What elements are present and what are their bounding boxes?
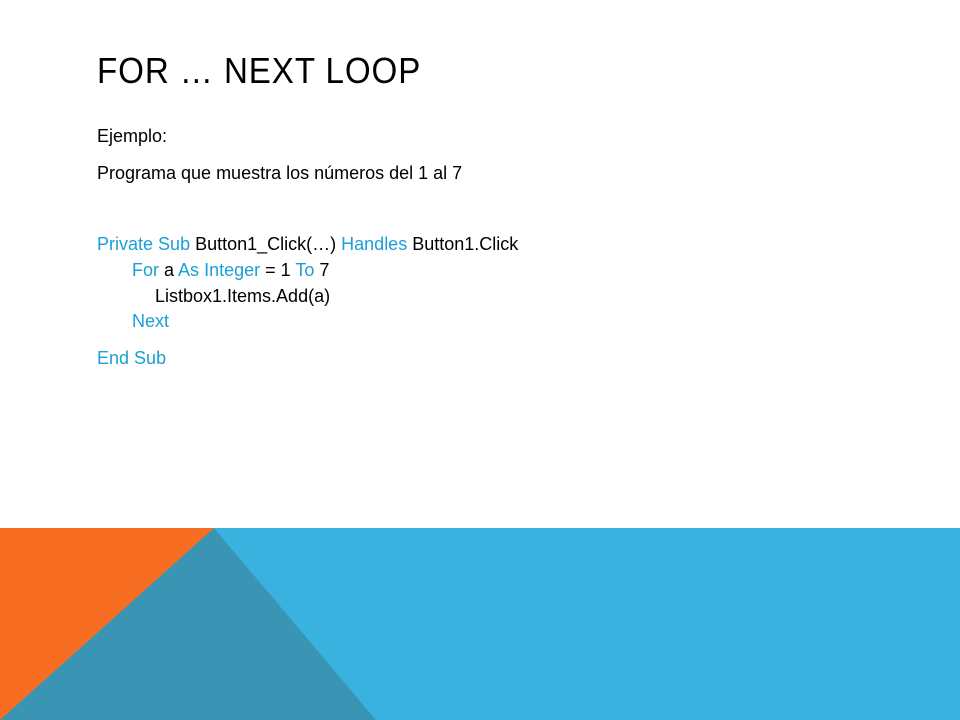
method-signature: Button1_Click(…)	[195, 234, 337, 254]
description-text: Programa que muestra los números del 1 a…	[97, 163, 463, 183]
loop-variable: a	[164, 260, 175, 280]
code-line-sub-declaration: Private Sub Button1_Click(…) Handles But…	[97, 233, 518, 255]
decorative-footer-band	[0, 528, 960, 720]
keyword-sub-end: Sub	[134, 348, 167, 368]
keyword-end: End	[97, 348, 130, 368]
keyword-next: Next	[132, 311, 170, 331]
keyword-to: To	[295, 260, 315, 280]
keyword-as: As	[178, 260, 200, 280]
code-line-next: Next	[132, 310, 169, 332]
code-line-add-item: Listbox1.Items.Add(a)	[155, 285, 330, 307]
loop-start-assign: = 1	[265, 260, 291, 280]
keyword-for: For	[132, 260, 159, 280]
keyword-sub: Sub	[158, 234, 191, 254]
keyword-private: Private	[97, 234, 154, 254]
slide-title: FOR … NEXT LOOP	[97, 50, 422, 91]
event-name: Button1.Click	[412, 234, 519, 254]
orange-triangle	[0, 528, 214, 720]
code-line-end-sub: End Sub	[97, 347, 166, 369]
example-label: Ejemplo:	[97, 126, 168, 146]
loop-end-value: 7	[319, 260, 330, 280]
listbox-add-call: Listbox1.Items.Add(a)	[155, 286, 331, 306]
code-line-for: For a As Integer = 1 To 7	[132, 259, 329, 281]
keyword-handles: Handles	[341, 234, 408, 254]
keyword-integer: Integer	[204, 260, 261, 280]
